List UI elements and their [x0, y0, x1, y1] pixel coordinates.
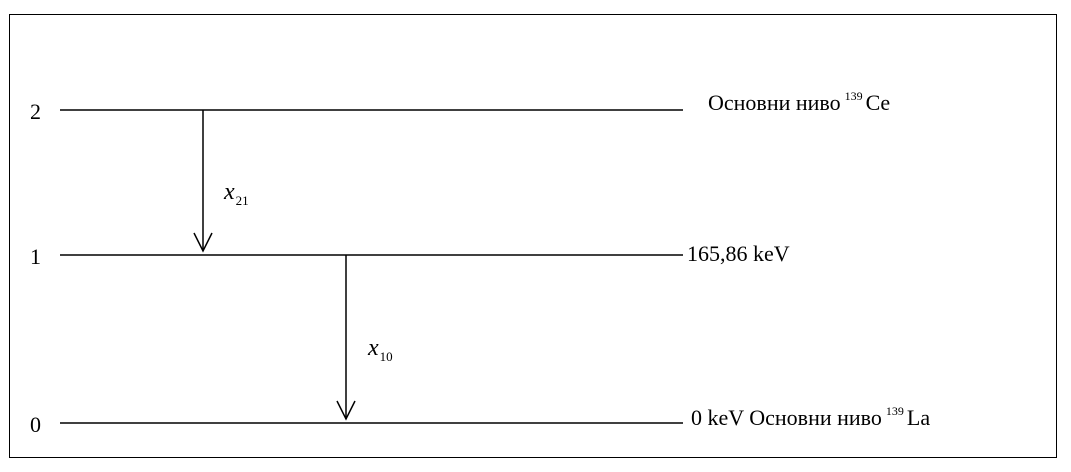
transition-label-21: x21 — [224, 180, 249, 207]
transition-label-10-symbol: x — [368, 335, 379, 361]
level-label-2-mass: 139 — [844, 89, 863, 103]
transition-label-21-symbol: x — [224, 179, 235, 205]
diagram-frame — [9, 14, 1057, 458]
transition-label-21-subscript: 21 — [235, 193, 249, 208]
arrowhead-21 — [193, 232, 213, 253]
level-label-2-text: Основни ниво — [708, 90, 841, 115]
level-index-1: 1 — [30, 244, 41, 269]
level-label-0-mass: 139 — [885, 404, 904, 418]
level-label-1: 165,86 keV — [687, 243, 790, 265]
level-index-2: 2 — [30, 99, 41, 124]
level-index-0: 0 — [30, 412, 41, 437]
transition-label-10: x10 — [368, 336, 393, 363]
level-label-2-element: Ce — [865, 90, 891, 115]
arrowhead-10 — [336, 400, 356, 421]
level-label-1-text: 165,86 keV — [687, 241, 790, 266]
transition-label-10-subscript: 10 — [379, 349, 393, 364]
level-label-0-text: 0 keV Основни ниво — [691, 405, 882, 430]
level-label-0-element: La — [906, 405, 931, 430]
